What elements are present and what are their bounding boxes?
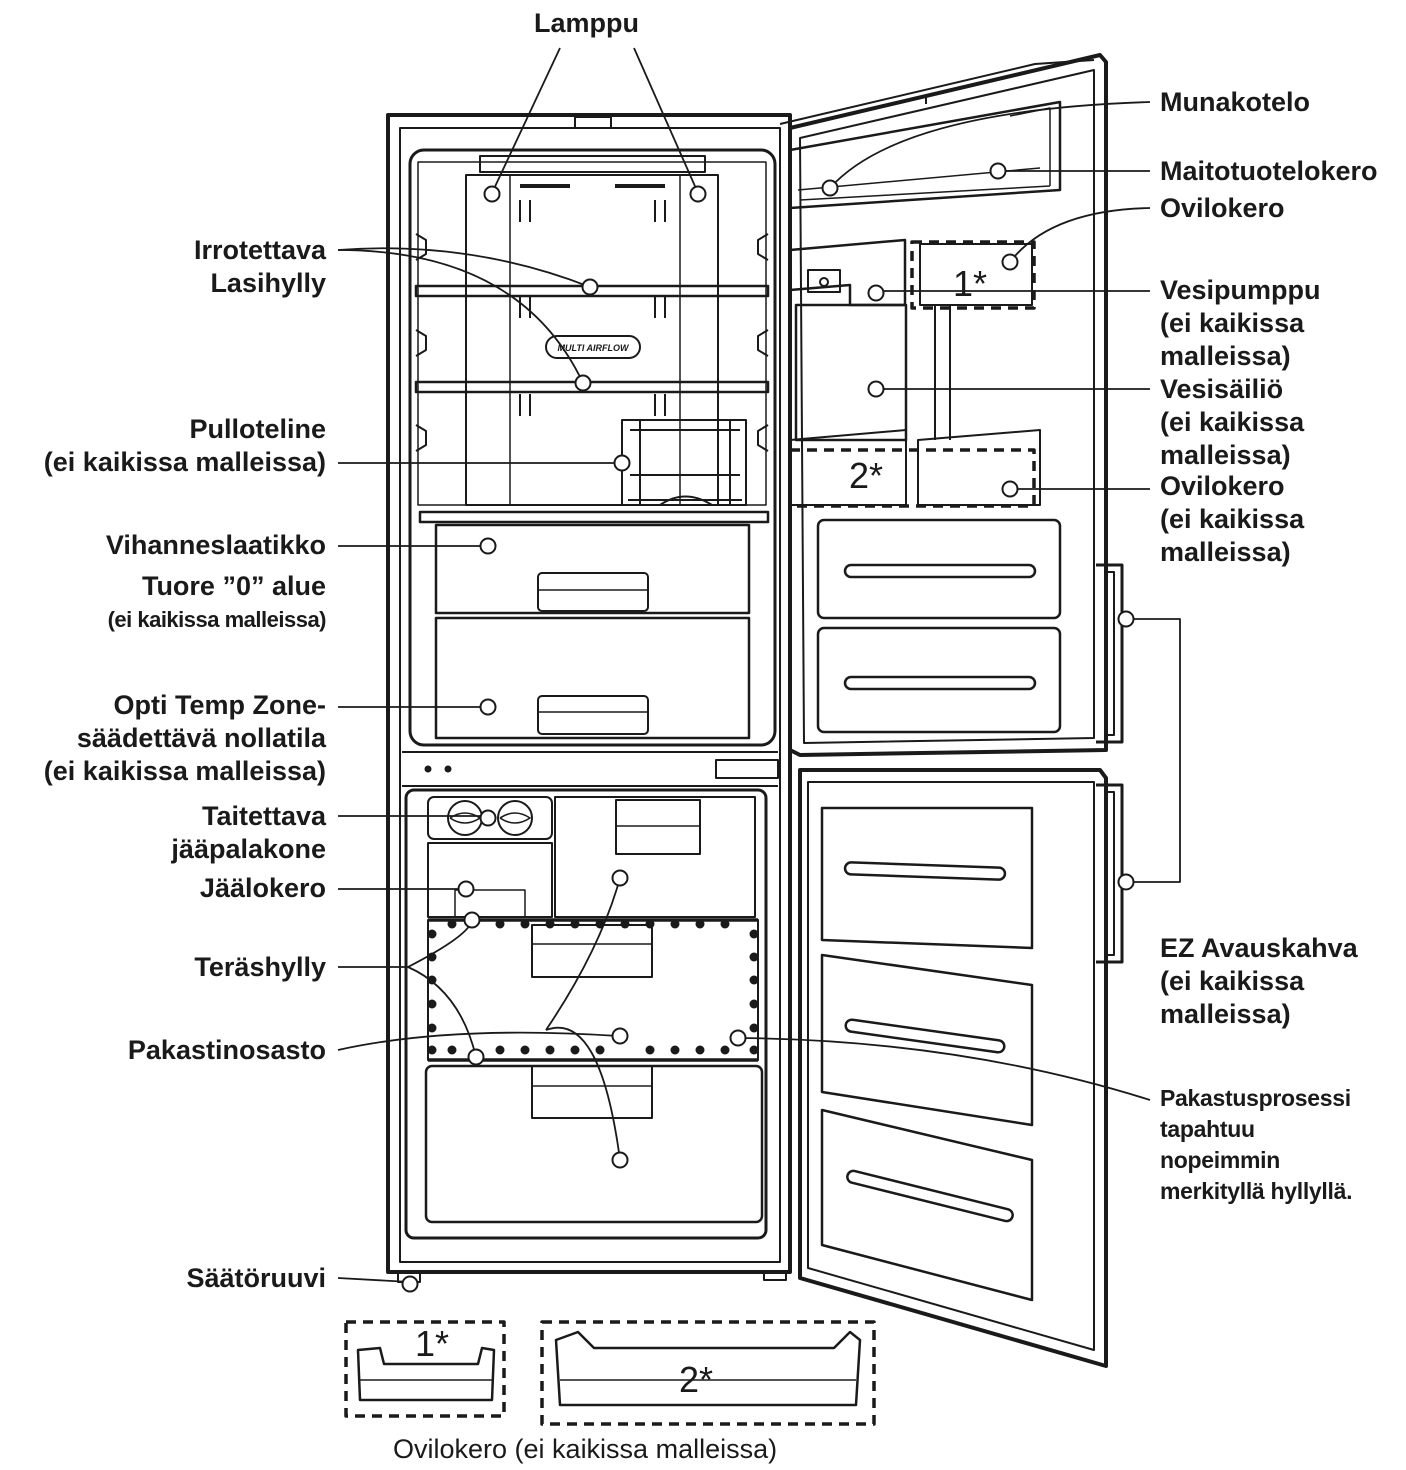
label-line: Lasihylly	[194, 267, 326, 300]
label-line: malleissa)	[1160, 998, 1358, 1031]
label-fresh-zone: Tuore ”0” alue	[142, 570, 326, 603]
label-line: säädettävä nollatila	[44, 722, 326, 755]
shelf-brand-text: MULTI AIRFLOW	[558, 343, 630, 353]
label-bottle-rack: Pulloteline (ei kaikissa malleissa)	[44, 413, 326, 479]
bin1-marker-lower: 1*	[415, 1323, 449, 1364]
label-line: malleissa)	[1160, 439, 1304, 472]
label-line: (ei kaikissa	[1160, 307, 1321, 340]
label-line: malleissa)	[1160, 536, 1304, 569]
caption-door-bins: Ovilokero (ei kaikissa malleissa)	[393, 1434, 777, 1465]
label-lamp: Lamppu	[534, 7, 639, 40]
label-line: merkityllä hyllyllä.	[1160, 1176, 1352, 1207]
label-door-bin-top: Ovilokero	[1160, 192, 1285, 225]
bin2-marker-upper: 2*	[849, 455, 883, 496]
label-ice-maker: Taitettava jääpalakone	[171, 800, 326, 866]
bin1-marker-upper: 1*	[953, 263, 987, 304]
label-freeze-note: Pakastusprosessi tapahtuu nopeimmin merk…	[1160, 1083, 1352, 1207]
label-line: Opti Temp Zone-	[44, 689, 326, 722]
leader-lines	[338, 48, 1180, 1282]
label-line: EZ Avauskahva	[1160, 932, 1358, 965]
label-line: (ei kaikissa	[1160, 965, 1358, 998]
label-water-tank: Vesisäiliö (ei kaikissa malleissa)	[1160, 373, 1304, 472]
label-ice-box: Jäälokero	[200, 872, 326, 905]
label-glass-shelf: Irrotettava Lasihylly	[194, 234, 326, 300]
label-water-pump: Vesipumppu (ei kaikissa malleissa)	[1160, 274, 1321, 373]
label-opti-temp: Opti Temp Zone- säädettävä nollatila (ei…	[44, 689, 326, 788]
label-line: nopeimmin	[1160, 1145, 1352, 1176]
label-line: Vesisäiliö	[1160, 373, 1304, 406]
label-line: Pakastusprosessi	[1160, 1083, 1352, 1114]
freezer-door	[800, 770, 1122, 1366]
label-line: Vesipumppu	[1160, 274, 1321, 307]
door-bin-dashed-markers	[790, 242, 1034, 506]
label-line: jääpalakone	[171, 833, 326, 866]
label-leveler: Säätöruuvi	[186, 1262, 326, 1295]
label-line: (ei kaikissa malleissa)	[44, 446, 326, 479]
callout-markers	[403, 164, 1134, 1292]
label-line: tapahtuu	[1160, 1114, 1352, 1145]
label-door-bin-mid: Ovilokero (ei kaikissa malleissa)	[1160, 470, 1304, 569]
label-line: Ovilokero	[1160, 470, 1304, 503]
label-line: malleissa)	[1160, 340, 1321, 373]
label-line: Pulloteline	[44, 413, 326, 446]
label-freezer: Pakastinosasto	[128, 1034, 326, 1067]
label-line: Irrotettava	[194, 234, 326, 267]
label-line: Taitettava	[171, 800, 326, 833]
fridge-door	[780, 55, 1122, 755]
label-dairy: Maitotuotelokero	[1160, 155, 1378, 188]
label-steel-shelf: Teräshylly	[194, 951, 326, 984]
label-line: (ei kaikissa	[1160, 503, 1304, 536]
label-fresh-zone-note: (ei kaikissa malleissa)	[108, 607, 326, 633]
label-egg-box: Munakotelo	[1160, 86, 1310, 119]
label-handle: EZ Avauskahva (ei kaikissa malleissa)	[1160, 932, 1358, 1031]
label-line: (ei kaikissa malleissa)	[44, 755, 326, 788]
label-line: (ei kaikissa	[1160, 406, 1304, 439]
bin2-marker-lower: 2*	[679, 1359, 713, 1400]
label-vegetable-box: Vihanneslaatikko	[106, 529, 326, 562]
